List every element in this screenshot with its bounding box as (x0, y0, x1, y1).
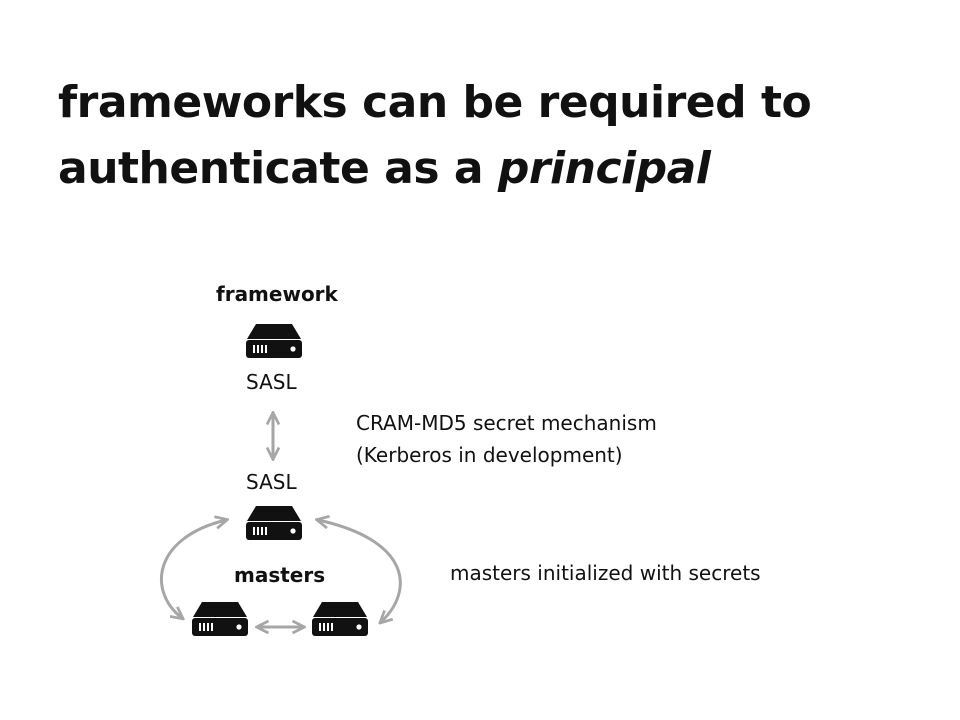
right-master-server-icon (312, 602, 368, 636)
framework-sasl-label: SASL (246, 370, 297, 394)
title-line-2-text: authenticate as a (58, 143, 498, 194)
slide-title: frameworks can be required to authentica… (58, 70, 812, 202)
framework-server-icon (246, 324, 302, 358)
left-master-server-icon (192, 602, 248, 636)
master-server-icon (246, 506, 302, 540)
right-master-link-arrow (318, 520, 402, 622)
title-line-2: authenticate as a principal (58, 136, 811, 202)
mechanism-description: CRAM-MD5 secret mechanism (Kerberos in d… (356, 407, 657, 471)
masters-label: masters (234, 563, 326, 587)
mechanism-line-1: CRAM-MD5 secret mechanism (356, 411, 657, 435)
framework-label: framework (216, 282, 338, 306)
master-sasl-label: SASL (246, 470, 297, 494)
title-principal-emphasis: principal (497, 143, 711, 194)
title-line-1: frameworks can be required to (58, 77, 812, 128)
left-master-link-arrow (160, 520, 226, 618)
masters-note: masters initialized with secrets (450, 561, 761, 585)
mechanism-line-2: (Kerberos in development) (356, 443, 623, 467)
